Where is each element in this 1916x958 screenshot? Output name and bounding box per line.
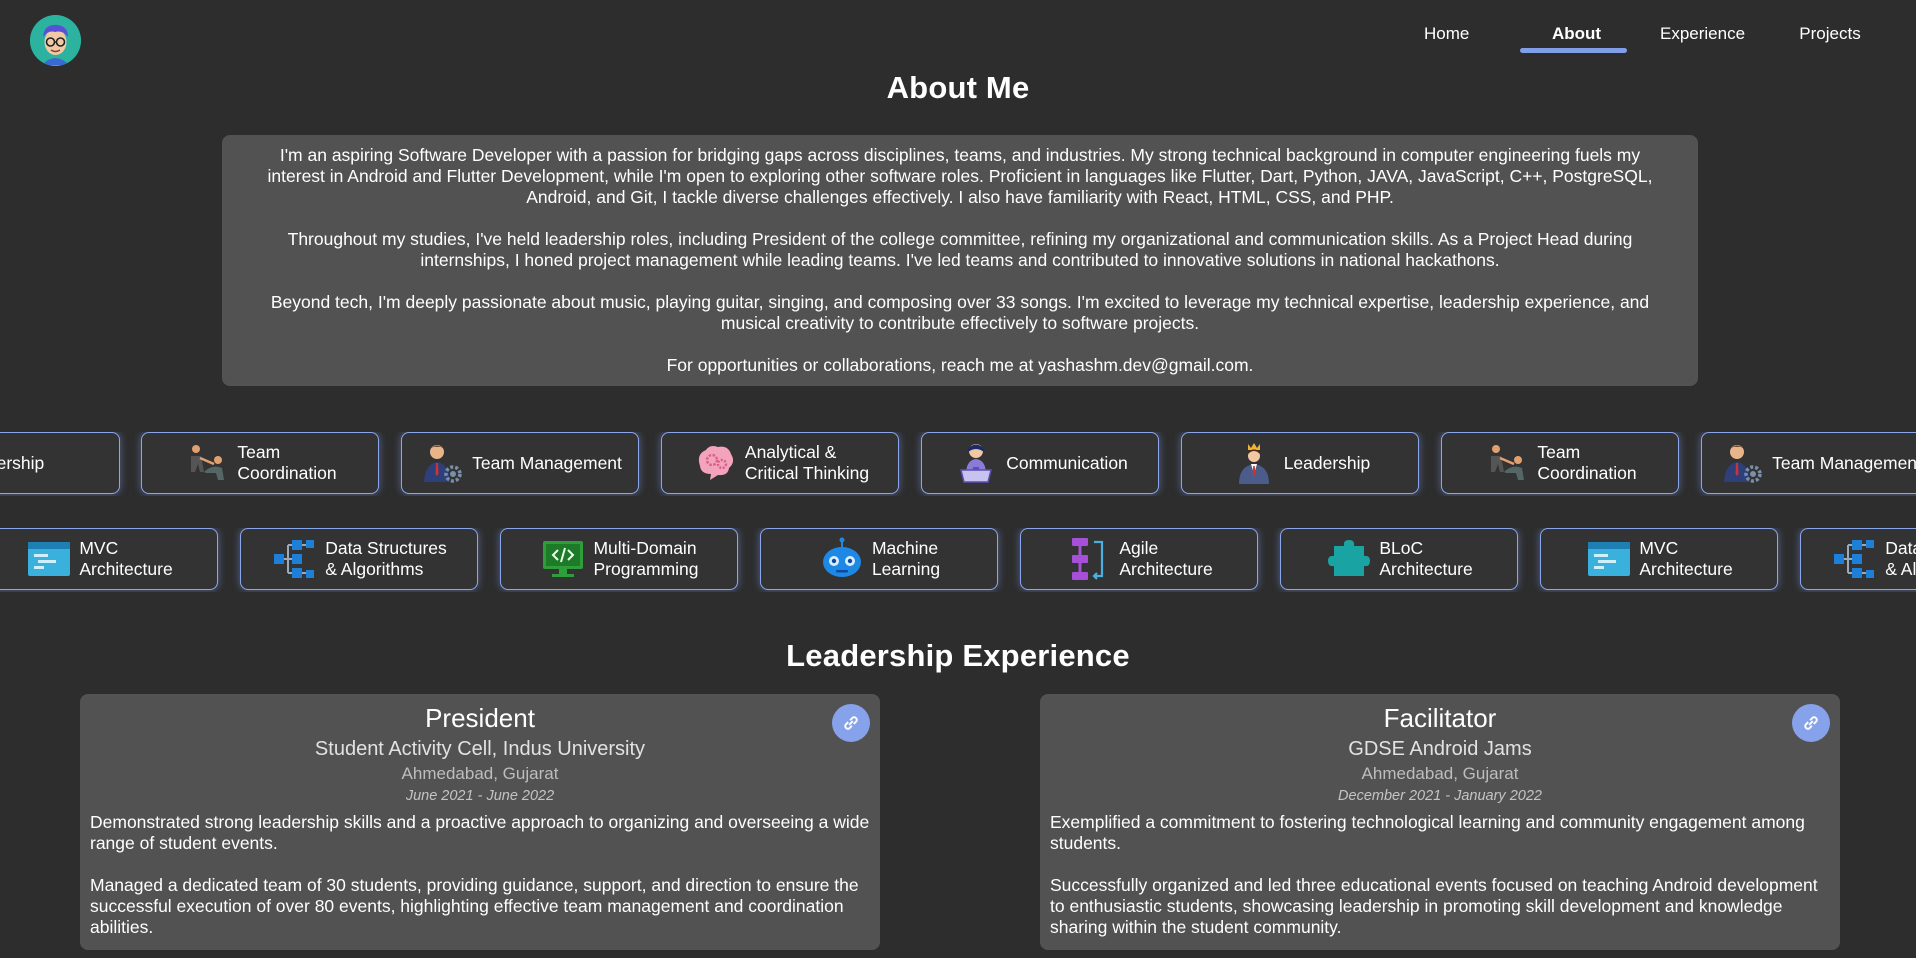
skill-label: MVC Architecture <box>79 538 173 579</box>
skill-card-team-coordination: Team Coordination <box>1441 432 1679 494</box>
description-paragraph: Managed a dedicated team of 30 students,… <box>90 875 859 937</box>
profile-avatar[interactable] <box>30 15 81 66</box>
manager-gear-icon <box>1718 439 1766 487</box>
skill-label: Communication <box>1006 452 1128 473</box>
about-paragraph: I'm an aspiring Software Developer with … <box>267 145 1653 207</box>
skill-card-team-coordination: Team Coordination <box>141 432 379 494</box>
tree-structure-icon <box>271 535 319 583</box>
skill-card-communication: Communication <box>921 432 1159 494</box>
skill-card-mvc-architecture: MVC Architecture <box>1540 528 1778 590</box>
skill-card-multi-domain-programming: Multi-Domain Programming <box>500 528 738 590</box>
skill-card-leadership: Leadership <box>1181 432 1419 494</box>
role-title: Facilitator <box>1383 703 1497 733</box>
link-icon <box>1804 716 1818 730</box>
about-paragraph: Beyond tech, I'm deeply passionate about… <box>270 292 1650 333</box>
skill-label: MVC Architecture <box>1639 538 1733 579</box>
leader-icon <box>1230 439 1278 487</box>
skill-label: BLoC Architecture <box>1379 538 1473 579</box>
skill-label: Machine Learning <box>871 538 941 579</box>
description-paragraph: Exemplified a commitment to fostering te… <box>1050 812 1805 853</box>
agile-flow-icon <box>1065 535 1113 583</box>
skill-card-agile-architecture: Agile Architecture <box>1020 528 1258 590</box>
skill-label: Team Coordination <box>237 442 337 483</box>
tree-structure-icon <box>1831 535 1879 583</box>
skill-label: Leadership <box>0 452 45 473</box>
soft-skills-carousel[interactable]: Leadership Team Coordination Team Manage… <box>0 432 1916 496</box>
skill-label: Leadership <box>1283 452 1371 473</box>
leadership-heading: Leadership Experience <box>786 638 1130 673</box>
about-paragraph: Throughout my studies, I've held leaders… <box>287 229 1633 270</box>
brain-gears-icon <box>691 439 739 487</box>
active-nav-indicator <box>1520 48 1627 53</box>
skill-label: Agile Architecture <box>1119 538 1213 579</box>
skill-label: Multi-Domain Programming <box>593 538 699 579</box>
skill-label: Team Management <box>472 452 622 473</box>
experience-card-facilitator: Facilitator GDSE Android Jams Ahmedabad,… <box>1040 694 1840 950</box>
manager-gear-icon <box>418 439 466 487</box>
location-text: Ahmedabad, Gujarat <box>401 764 559 783</box>
robot-icon <box>818 535 866 583</box>
role-description: Exemplified a commitment to fostering te… <box>1050 812 1830 938</box>
external-link-button[interactable] <box>832 704 870 742</box>
skill-card-machine-learning: Machine Learning <box>760 528 998 590</box>
team-coordination-icon <box>183 439 231 487</box>
skill-card-mvc-architecture: MVC Architecture <box>0 528 218 590</box>
organization-name: Student Activity Cell, Indus University <box>314 738 646 760</box>
role-title: President <box>425 703 535 733</box>
code-monitor-icon <box>539 535 587 583</box>
mvc-window-icon <box>25 535 73 583</box>
about-contact-paragraph: For opportunities or collaborations, rea… <box>666 355 1254 375</box>
nav-projects-link[interactable]: Projects <box>1799 24 1861 43</box>
skill-card-data-structures: Data Structures & Algorithms <box>1800 528 1916 590</box>
cartoon-face-icon <box>30 15 81 66</box>
external-link-button[interactable] <box>1792 704 1830 742</box>
tech-skills-carousel[interactable]: MVC Architecture Data Structures & Algor… <box>0 528 1916 592</box>
skill-card-data-structures: Data Structures & Algorithms <box>240 528 478 590</box>
date-range: June 2021 - June 2022 <box>405 788 555 804</box>
experience-card-president: President Student Activity Cell, Indus U… <box>80 694 880 950</box>
date-range: December 2021 - January 2022 <box>1338 788 1542 804</box>
skill-card-team-management: Team Management <box>401 432 639 494</box>
nav-home-link[interactable]: Home <box>1424 24 1470 43</box>
team-coordination-icon <box>1483 439 1531 487</box>
about-text-panel: I'm an aspiring Software Developer with … <box>222 135 1698 386</box>
about-heading: About Me <box>886 70 1030 105</box>
skill-label: Team Coordination <box>1537 442 1637 483</box>
skill-label: Data Structures & Algorithms <box>325 538 447 579</box>
skill-card-team-management: Team Management <box>1701 432 1916 494</box>
nav-about-link[interactable]: About <box>1552 24 1602 43</box>
skill-label: Analytical & Critical Thinking <box>744 442 870 483</box>
mvc-window-icon <box>1585 535 1633 583</box>
skill-card-bloc-architecture: BLoC Architecture <box>1280 528 1518 590</box>
location-text: Ahmedabad, Gujarat <box>1361 764 1519 783</box>
skill-card-analytical-thinking: Analytical & Critical Thinking <box>661 432 899 494</box>
puzzle-icon <box>1325 535 1373 583</box>
description-paragraph: Successfully organized and led three edu… <box>1050 875 1818 937</box>
skill-card-leadership: Leadership <box>0 432 120 494</box>
role-description: Demonstrated strong leadership skills an… <box>90 812 870 938</box>
skill-label: Data Structures & Algorithms <box>1885 538 1916 579</box>
organization-name: GDSE Android Jams <box>1348 738 1532 760</box>
link-icon <box>844 716 858 730</box>
description-paragraph: Demonstrated strong leadership skills an… <box>90 812 870 853</box>
skill-label: Team Management <box>1772 452 1916 473</box>
speaker-icon <box>952 439 1000 487</box>
nav-experience-link[interactable]: Experience <box>1660 24 1746 43</box>
